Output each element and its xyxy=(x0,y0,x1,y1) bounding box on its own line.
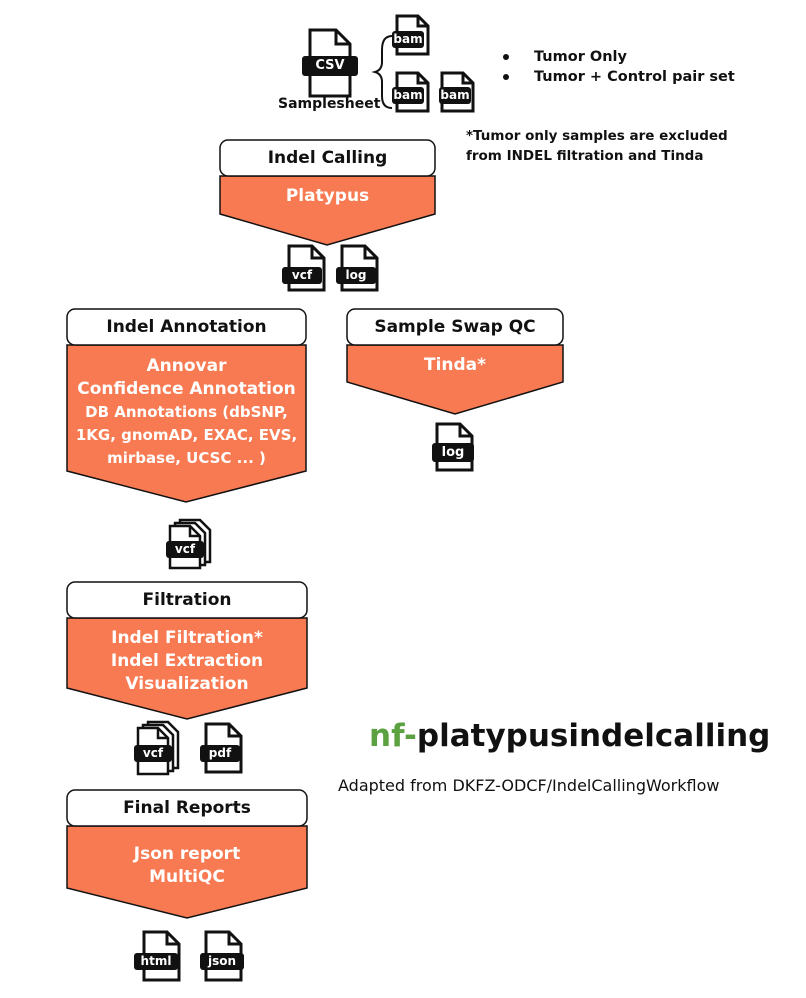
vcf-badge: vcf xyxy=(134,745,172,762)
annotation-line: 1KG, gnomAD, EXAC, EVS, xyxy=(75,426,298,444)
vcf-badge: vcf xyxy=(282,267,322,284)
vcf-badge: vcf xyxy=(166,541,204,558)
filtration-step xyxy=(66,581,308,720)
final-reports-step xyxy=(66,789,308,919)
pipeline-name: nf-platypusindelcalling xyxy=(369,718,770,754)
sample-swap-qc-title: Sample Swap QC xyxy=(374,317,536,337)
filtration-line: Visualization xyxy=(125,674,249,694)
log-badge: log xyxy=(336,267,376,284)
json-badge: json xyxy=(200,953,244,970)
bam-badge: bam xyxy=(392,87,424,104)
indel-calling-tool: Platypus xyxy=(285,186,370,206)
pipeline-subtitle: Adapted from DKFZ-ODCF/IndelCallingWorkf… xyxy=(338,776,720,795)
annotation-line: DB Annotations (dbSNP, xyxy=(85,403,288,421)
log-badge: log xyxy=(432,443,474,462)
sample-swap-qc-step xyxy=(346,308,564,415)
input-brace xyxy=(371,35,393,109)
html-badge: html xyxy=(134,953,178,970)
reports-line: MultiQC xyxy=(149,867,225,887)
annotation-line: Confidence Annotation xyxy=(77,379,296,399)
reports-line: Json report xyxy=(133,844,241,864)
bullet-tumor-control: Tumor + Control pair set xyxy=(534,69,735,85)
indel-annotation-step xyxy=(66,308,307,503)
bam-badge: bam xyxy=(392,31,424,48)
filtration-line: Indel Extraction xyxy=(110,651,264,671)
bullet-dot xyxy=(503,74,509,80)
samplesheet-format-badge: CSV xyxy=(302,56,358,76)
pdf-badge: pdf xyxy=(200,745,240,762)
filtration-tools: Indel Filtration* Indel Extraction Visua… xyxy=(67,627,307,696)
samplesheet-label: Samplesheet xyxy=(278,96,381,112)
pipeline-title: platypusindelcalling xyxy=(416,718,771,754)
pipeline-prefix: nf- xyxy=(369,718,417,754)
bullet-dot xyxy=(503,54,509,60)
final-reports-tools: Json report MultiQC xyxy=(67,843,307,889)
indel-calling-step xyxy=(219,139,436,246)
filtration-line: Indel Filtration* xyxy=(111,628,263,648)
final-reports-title: Final Reports xyxy=(123,798,251,818)
indel-annotation-title: Indel Annotation xyxy=(106,317,267,337)
sample-swap-qc-tool: Tinda* xyxy=(423,355,487,375)
note-line: *Tumor only samples are excluded xyxy=(466,128,728,144)
tumor-only-note: *Tumor only samples are excluded from IN… xyxy=(466,126,728,166)
filtration-title: Filtration xyxy=(142,590,232,610)
bam-badge: bam xyxy=(439,87,471,104)
note-line: from INDEL filtration and Tinda xyxy=(466,148,704,164)
annotation-line: Annovar xyxy=(146,356,227,376)
annotation-tools: Annovar Confidence Annotation DB Annotat… xyxy=(67,355,306,470)
annotation-line: mirbase, UCSC ... ) xyxy=(107,449,266,467)
indel-calling-title: Indel Calling xyxy=(267,148,388,168)
bullet-tumor-only: Tumor Only xyxy=(534,49,627,65)
